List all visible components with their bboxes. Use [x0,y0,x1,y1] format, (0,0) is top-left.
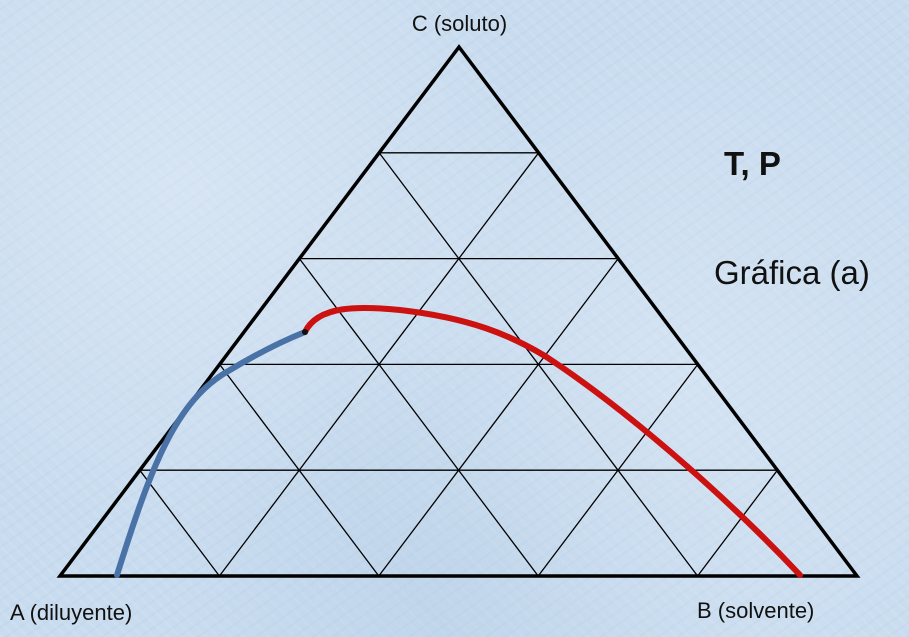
extract-branch-curve [302,304,803,578]
grid-line [378,152,699,577]
vertex-label-c: C (soluto) [411,11,508,36]
grid-line [218,152,540,577]
triangle-grid [139,152,778,577]
graph-label: Gráfica (a) [714,254,870,291]
plait-point-marker [302,329,308,335]
vertex-label-a: A (diluyente) [10,600,133,625]
vertex-label-b: B (solvente) [697,598,815,623]
grid-line [697,469,778,577]
triangle-outline [56,44,861,578]
raffinate-branch-curve [114,329,308,578]
grid-line [298,258,539,577]
conditions-label: T, P [724,145,781,182]
grid-line [139,469,220,577]
grid-line [378,258,619,577]
